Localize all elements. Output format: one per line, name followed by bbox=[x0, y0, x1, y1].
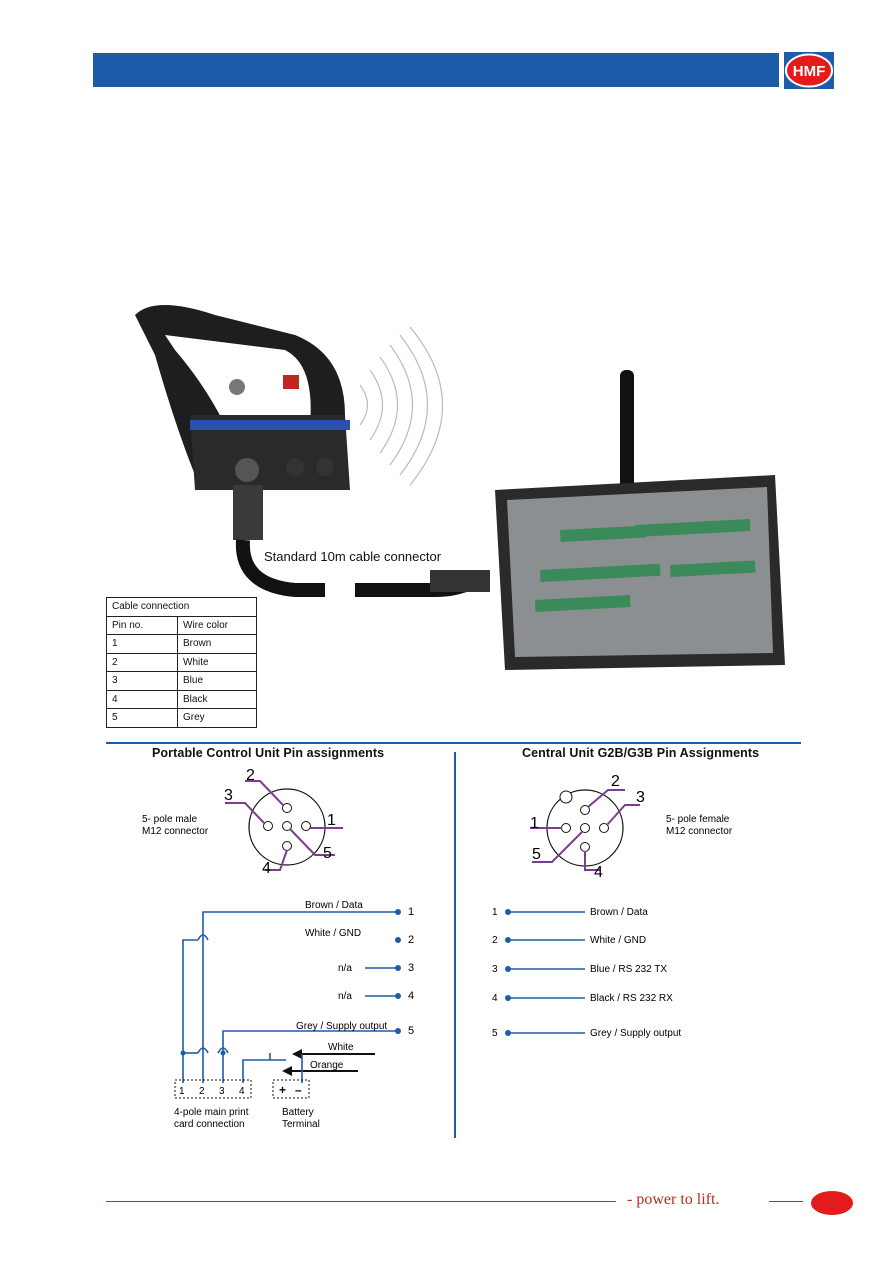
hmf-logo: HMF bbox=[784, 52, 834, 89]
page-number-badge bbox=[811, 1191, 853, 1215]
wire-label-3: n/a bbox=[338, 963, 352, 974]
print-card-label-2: card connection bbox=[174, 1119, 245, 1130]
wire-label-2: White / GND bbox=[305, 928, 361, 939]
wire-label-5: Grey / Supply output bbox=[296, 1021, 387, 1032]
pin-row-number-2: 2 bbox=[492, 935, 498, 946]
battery-terminal-box bbox=[272, 1079, 310, 1099]
pin-label-4: 4 bbox=[262, 860, 271, 877]
pin-label-3: 3 bbox=[636, 789, 645, 806]
pin-4-hole bbox=[282, 841, 292, 851]
table-cell: Grey bbox=[177, 708, 257, 728]
pin-row-number-1: 1 bbox=[492, 907, 498, 918]
print-card-pin-3: 3 bbox=[219, 1086, 225, 1097]
white-gnd-wire bbox=[182, 939, 198, 1083]
wire-label-4: n/a bbox=[338, 991, 352, 1002]
grey-supply-wire bbox=[222, 1030, 398, 1083]
pin-label-3: 3 bbox=[224, 787, 233, 804]
column-header-pin: Pin no. bbox=[106, 615, 178, 635]
table-cell: White bbox=[177, 652, 257, 672]
pin-row-number-4: 4 bbox=[492, 993, 498, 1004]
print-card-label-1: 4-pole main print bbox=[174, 1107, 249, 1118]
right-section-title: Central Unit G2B/G3B Pin Assignments bbox=[522, 746, 760, 760]
pin-label-4: 4 bbox=[594, 864, 603, 881]
table-cell: 2 bbox=[106, 652, 178, 672]
footer-slogan: - power to lift. bbox=[627, 1191, 720, 1208]
table-cell: 1 bbox=[106, 634, 178, 654]
orange-label: Orange bbox=[310, 1060, 344, 1071]
pin-row-number-3: 3 bbox=[492, 964, 498, 975]
table-cell: 3 bbox=[106, 671, 178, 691]
key-notch bbox=[559, 790, 573, 804]
terminal-number-1: 1 bbox=[408, 906, 414, 918]
wire-label-1: Brown / Data bbox=[305, 900, 363, 911]
terminal-dot-4 bbox=[395, 993, 401, 999]
print-card-pin-1: 1 bbox=[179, 1086, 185, 1097]
terminal-number-4: 4 bbox=[408, 990, 414, 1002]
logo-text: HMF bbox=[793, 63, 826, 80]
print-card-pin-2: 2 bbox=[199, 1086, 205, 1097]
left-section-title: Portable Control Unit Pin assignments bbox=[152, 746, 385, 760]
pin-3-hole bbox=[263, 821, 273, 831]
section-divider bbox=[106, 742, 801, 744]
product-photo bbox=[95, 295, 815, 695]
central-unit-pin-diagram: 2 3 1 5 4 5- pole female M12 connector 1… bbox=[492, 773, 733, 1039]
pin4-wire bbox=[242, 1059, 286, 1083]
brown-data-wire bbox=[202, 911, 398, 1083]
pin-row-label-3: Blue / RS 232 TX bbox=[590, 964, 667, 975]
connector-label-line2: M12 connector bbox=[666, 826, 733, 837]
table-title: Cable connection bbox=[106, 597, 257, 617]
pin-label-2: 2 bbox=[246, 767, 255, 784]
portable-unit-wiring-diagram: 2 3 1 5 4 5- pole male M12 connector Bro… bbox=[142, 767, 414, 1130]
connector-label-line1: 5- pole male bbox=[142, 814, 197, 825]
footer-rule-right bbox=[769, 1201, 803, 1202]
cable-label: Standard 10m cable connector bbox=[262, 549, 444, 564]
terminal-dot-3 bbox=[395, 965, 401, 971]
pin-2-hole bbox=[282, 803, 292, 813]
print-card-pin-4: 4 bbox=[239, 1086, 245, 1097]
table-cell: 4 bbox=[106, 689, 178, 709]
battery-minus: – bbox=[295, 1083, 302, 1097]
connector-label-line1: 5- pole female bbox=[666, 814, 730, 825]
pin-5-hole bbox=[282, 821, 292, 831]
table-title-row: Cable connection bbox=[106, 597, 257, 617]
terminal-number-5: 5 bbox=[408, 1025, 414, 1037]
pin-row-number-5: 5 bbox=[492, 1028, 498, 1039]
pin-row-label-1: Brown / Data bbox=[590, 907, 648, 918]
footer-rule-left bbox=[106, 1201, 616, 1202]
table-cell: Blue bbox=[177, 671, 257, 691]
table-cell: 5 bbox=[106, 708, 178, 728]
print-card-box bbox=[174, 1079, 252, 1099]
pin-row-label-4: Black / RS 232 RX bbox=[590, 993, 673, 1004]
header-bar bbox=[93, 53, 779, 87]
column-header-color: Wire color bbox=[177, 615, 257, 635]
column-divider bbox=[454, 752, 456, 1138]
terminal-number-3: 3 bbox=[408, 962, 414, 974]
battery-label-1: Battery bbox=[282, 1107, 314, 1118]
pin-label-5: 5 bbox=[532, 846, 541, 863]
pin-label-1: 1 bbox=[327, 812, 336, 829]
pin-1-hole bbox=[301, 821, 311, 831]
table-cell: Black bbox=[177, 689, 257, 709]
pin-label-1: 1 bbox=[530, 815, 539, 832]
pin-row-label-2: White / GND bbox=[590, 935, 646, 946]
battery-label-2: Terminal bbox=[282, 1119, 320, 1130]
pin-row-label-5: Grey / Supply output bbox=[590, 1028, 681, 1039]
table-header-row: Pin no. Wire color bbox=[106, 615, 257, 635]
table-cell: Brown bbox=[177, 634, 257, 654]
pin-label-5: 5 bbox=[323, 845, 332, 862]
terminal-dot-1 bbox=[395, 909, 401, 915]
terminal-dot-5 bbox=[395, 1028, 401, 1034]
battery-plus: + bbox=[279, 1083, 286, 1097]
terminal-dot-2 bbox=[395, 937, 401, 943]
terminal-number-2: 2 bbox=[408, 934, 414, 946]
white-label: White bbox=[328, 1042, 354, 1053]
connector-label-line2: M12 connector bbox=[142, 826, 209, 837]
pin-label-2: 2 bbox=[611, 773, 620, 790]
